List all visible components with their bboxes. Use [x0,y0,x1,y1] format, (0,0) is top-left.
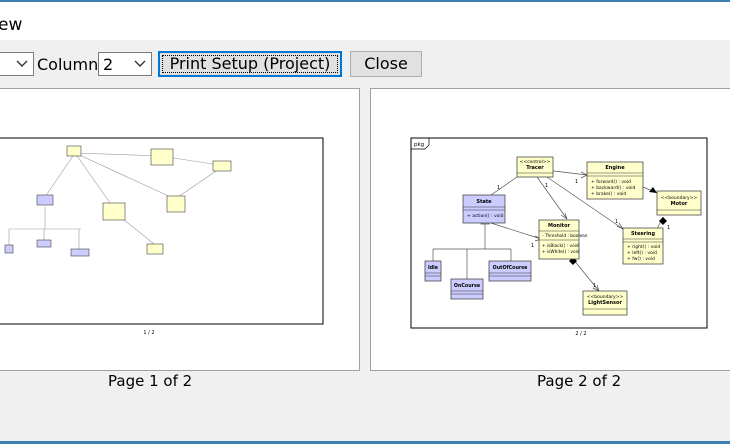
svg-text:1: 1 [593,283,596,289]
page-2-footer: 2 / 2 [575,331,586,337]
class-lightsensor: <<boundary>> LightSensor [582,290,628,316]
class-tracer: <<control>> Tracer [516,156,554,178]
svg-text:OutOfCourse: OutOfCourse [493,265,528,271]
class-steering: Steering + right() : void + left() : voi… [622,227,664,265]
class-idle: Idle [424,260,442,282]
svg-text:Motor: Motor [671,201,688,207]
svg-text:1: 1 [497,185,500,191]
page-1-label: Page 1 of 2 [108,372,193,390]
svg-text:State: State [476,199,492,205]
page-2-preview[interactable]: pkg 1 1 1 [370,88,730,371]
svg-text:1: 1 [531,243,534,249]
svg-text:+ left() : void: + left() : void [627,250,657,256]
window-bottom-border [0,441,730,444]
svg-text:Tracer: Tracer [526,165,544,171]
svg-text:<<boundary>>: <<boundary>> [587,294,624,300]
svg-text:1: 1 [575,179,578,185]
svg-text:<<control>>: <<control>> [520,159,551,165]
svg-text:- Threshold : boolean: - Threshold : boolean [542,233,588,239]
svg-text:LightSensor: LightSensor [588,300,622,306]
svg-text:+ action() : void: + action() : void [467,213,504,219]
window-title: ew [0,15,23,35]
page-2-diagram: pkg 1 1 1 [410,137,708,337]
page-1-diagram: 1 / 2 [0,137,324,336]
svg-text:+ isBlack() : void: + isBlack() : void [542,243,579,249]
svg-text:1: 1 [545,183,548,189]
svg-text:+ backward() : void: + backward() : void [591,185,636,191]
page-2-label: Page 2 of 2 [537,372,622,390]
column-select[interactable]: 2 [98,52,152,76]
print-setup-button[interactable]: Print Setup (Project) [158,51,342,77]
frame-tag: pkg [414,142,424,148]
page-range-select[interactable] [0,52,34,76]
class-oncourse: OnCourse [450,278,484,300]
svg-text:Idle: Idle [428,265,439,271]
close-button[interactable]: Close [350,51,422,77]
svg-text:+ forward() : void: + forward() : void [591,179,631,185]
chevron-down-icon [16,60,28,67]
svg-text:<<boundary>>: <<boundary>> [661,195,698,201]
column-label: Column [37,55,99,74]
svg-text:Engine: Engine [605,165,625,171]
svg-text:+ fw() : void: + fw() : void [627,256,655,262]
class-outofcourse: OutOfCourse [488,260,532,282]
focus-rect [162,55,338,73]
page-1-preview[interactable]: 1 / 2 [0,88,360,371]
title-bar: ew [0,2,730,40]
svg-text:+ right() : void: + right() : void [627,244,660,250]
svg-text:+ isWhite() : void: + isWhite() : void [542,249,580,255]
svg-text:OnCourse: OnCourse [454,283,481,289]
class-engine: Engine + forward() : void + backward() :… [586,161,644,200]
svg-text:Monitor: Monitor [548,223,571,229]
svg-text:1: 1 [615,219,618,225]
svg-text:+ brake() : void: + brake() : void [591,191,626,197]
chevron-down-icon [134,60,146,67]
window-top-border [0,0,730,2]
page-1-footer: 1 / 2 [143,330,154,336]
svg-text:1: 1 [667,225,670,231]
class-monitor: Monitor - Threshold : boolean + isBlack(… [538,219,588,260]
class-state: State + action() : void [462,194,506,224]
class-motor: <<boundary>> Motor [656,190,702,216]
svg-text:Steering: Steering [631,231,656,237]
